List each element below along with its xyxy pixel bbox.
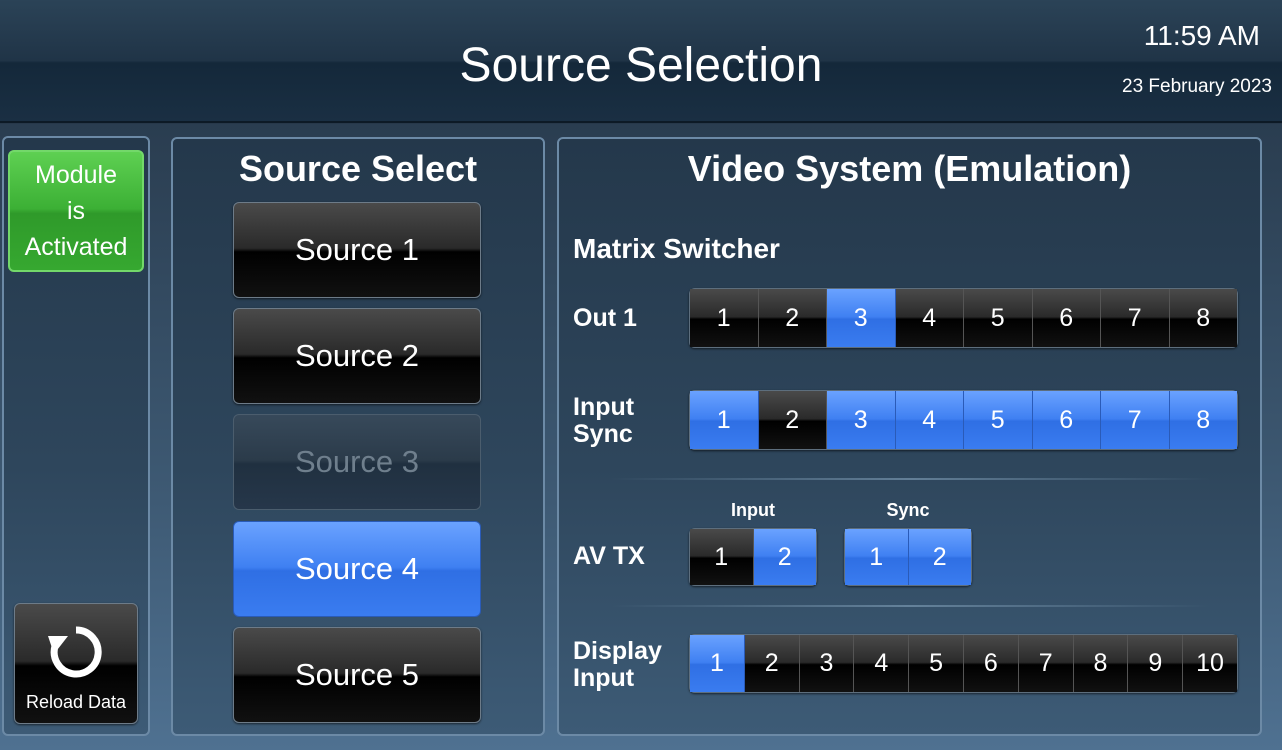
source-1-button[interactable]: Source 1	[233, 202, 481, 298]
input-sync-button-2[interactable]: 2	[758, 391, 827, 449]
input-sync-button-5[interactable]: 5	[964, 391, 1033, 449]
source-select-title: Source Select	[238, 148, 478, 189]
av-tx-label: AV TX	[573, 542, 645, 570]
display-input-button-6[interactable]: 6	[963, 635, 1019, 692]
header-bar	[0, 0, 1282, 123]
display-input-button-2[interactable]: 2	[744, 635, 800, 692]
module-status-line-1: Module	[35, 161, 117, 189]
out1-label: Out 1	[573, 304, 637, 332]
out1-button-3[interactable]: 3	[827, 289, 896, 347]
out1-button-1[interactable]: 1	[690, 289, 759, 347]
av-tx-input-label: Input	[731, 500, 775, 520]
input-sync-button-4[interactable]: 4	[895, 391, 964, 449]
input-sync-label-line-1: Input	[573, 393, 635, 421]
input-sync-button-1[interactable]: 1	[690, 391, 759, 449]
reload-icon	[48, 626, 102, 678]
out1-button-2[interactable]: 2	[758, 289, 827, 347]
source-5-button[interactable]: Source 5	[233, 627, 481, 723]
display-input-button-7[interactable]: 7	[1018, 635, 1074, 692]
out1-button-8[interactable]: 8	[1169, 289, 1237, 347]
av-tx-input-button-1[interactable]: 1	[690, 529, 754, 585]
source-2-button[interactable]: Source 2	[233, 308, 481, 404]
clock-time: 11:59 AM	[1143, 20, 1260, 51]
module-status-line-2: is	[66, 197, 86, 225]
reload-data-button[interactable]: Reload Data	[14, 603, 138, 724]
display-input-button-5[interactable]: 5	[909, 635, 964, 692]
input-sync-label-line-2: Sync	[573, 420, 633, 448]
out1-button-7[interactable]: 7	[1101, 289, 1170, 347]
input-sync-button-6[interactable]: 6	[1032, 391, 1101, 449]
page-title: Source Selection	[459, 39, 823, 92]
display-input-button-9[interactable]: 9	[1128, 635, 1184, 692]
display-input-label-line-1: Display	[573, 637, 662, 665]
display-input-button-1[interactable]: 1	[690, 635, 745, 692]
input-sync-button-7[interactable]: 7	[1101, 391, 1170, 449]
module-status-line-3: Activated	[24, 233, 128, 261]
display-input-button-3[interactable]: 3	[799, 635, 855, 692]
input-sync-button-8[interactable]: 8	[1169, 391, 1237, 449]
av-tx-sync-button-1[interactable]: 1	[845, 529, 909, 585]
divider-2	[610, 605, 1210, 607]
module-status-button[interactable]: Module is Activated	[8, 150, 144, 272]
out1-button-5[interactable]: 5	[964, 289, 1033, 347]
video-system-title: Video System (Emulation)	[687, 148, 1132, 189]
matrix-switcher-title: Matrix Switcher	[573, 233, 780, 264]
display-input-button-10[interactable]: 10	[1183, 635, 1237, 692]
display-input-button-8[interactable]: 8	[1073, 635, 1129, 692]
out1-button-4[interactable]: 4	[895, 289, 964, 347]
reload-data-label: Reload Data	[25, 692, 127, 712]
clock-date: 23 February 2023	[1122, 76, 1272, 97]
source-3-button[interactable]: Source 3	[233, 414, 481, 510]
av-tx-sync-label: Sync	[886, 500, 930, 520]
av-tx-input-button-2[interactable]: 2	[753, 529, 816, 585]
divider-1	[610, 478, 1210, 480]
av-tx-sync-button-2[interactable]: 2	[908, 529, 971, 585]
input-sync-button-3[interactable]: 3	[827, 391, 896, 449]
display-input-label-line-2: Input	[573, 664, 635, 692]
display-input-button-4[interactable]: 4	[854, 635, 910, 692]
source-4-button[interactable]: Source 4	[233, 521, 481, 617]
out1-button-6[interactable]: 6	[1032, 289, 1101, 347]
